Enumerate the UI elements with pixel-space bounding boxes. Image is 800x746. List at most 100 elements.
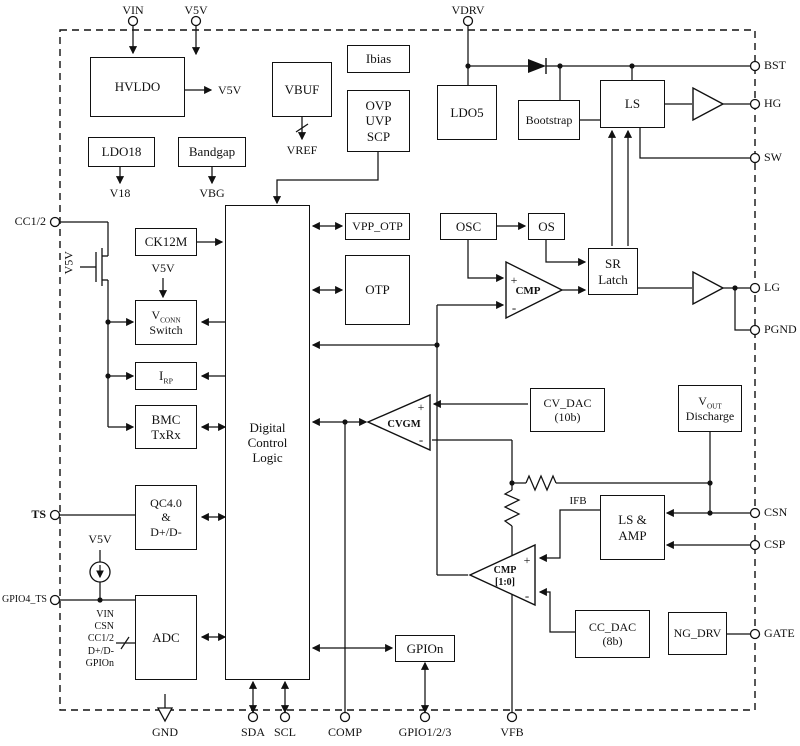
block-ng-drv-label: NG_DRV — [673, 626, 722, 641]
block-cv-dac-label: CV_DAC (10b) — [543, 395, 592, 424]
block-digital-control-logic: Digital Control Logic — [225, 205, 310, 680]
block-osc-label: OSC — [455, 218, 482, 234]
block-ldo5: LDO5 — [437, 85, 497, 140]
net-label-v5v-cs: V5V — [88, 532, 112, 546]
pin-label-vin: VIN — [122, 3, 144, 17]
pin-circle-sw — [749, 152, 761, 164]
cvgm-plus: + — [418, 400, 425, 414]
osc-cmp-wire — [467, 240, 505, 283]
gnd-symbol — [156, 707, 174, 723]
block-ldo18-label: LDO18 — [101, 144, 142, 160]
block-ldo5-label: LDO5 — [450, 104, 484, 120]
pin-label-lg: LG — [764, 280, 780, 294]
block-bandgap: Bandgap — [178, 137, 246, 167]
cmp10-plus: + — [524, 553, 531, 567]
block-sr-latch: SR Latch — [588, 248, 638, 295]
block-os: OS — [528, 213, 565, 240]
block-irp-label: IRP — [159, 368, 173, 386]
block-ng-drv: NG_DRV — [668, 612, 727, 655]
block-osc: OSC — [440, 213, 497, 240]
vref-bus-slash — [295, 123, 309, 133]
block-ibias: Ibias — [347, 45, 410, 73]
pin-label-gnd: GND — [152, 725, 178, 739]
pin-circle-v5v — [190, 15, 202, 27]
sw-wire — [639, 128, 750, 159]
block-ovp-label: OVP UVP SCP — [365, 98, 392, 144]
pin-circle-pgnd — [749, 324, 761, 336]
pin-circle-bst — [749, 60, 761, 72]
adc-bus-slash — [120, 636, 130, 650]
block-vpp-otp: VPP_OTP — [345, 213, 410, 240]
block-os-label: OS — [538, 218, 555, 234]
pin-label-gpio123: GPIO1/2/3 — [398, 725, 452, 739]
pin-circle-vin — [127, 15, 139, 27]
pin-circle-ts — [49, 509, 61, 521]
net-label-v18: V18 — [109, 186, 131, 200]
pin-label-sw: SW — [764, 150, 782, 164]
pin-circle-gpio123 — [419, 711, 431, 723]
block-irp: IRP — [135, 362, 197, 390]
pgnd-wire — [734, 290, 750, 331]
block-vconn-switch: VCONN Switch — [135, 300, 197, 345]
cmp-triangle — [505, 260, 564, 320]
block-vpp-otp-label: VPP_OTP — [352, 219, 403, 234]
pin-circle-vdrv — [462, 15, 474, 27]
cmp-plus: + — [511, 273, 518, 287]
block-hvldo-label: HVLDO — [114, 79, 161, 95]
block-hvldo: HVLDO — [90, 57, 185, 117]
pin-label-bst: BST — [764, 58, 787, 72]
net-label-v5v-vconn: V5V — [151, 261, 175, 275]
diode-symbol — [528, 58, 547, 74]
cvgm-label: CVGM — [387, 419, 420, 430]
cmp10-triangle — [468, 543, 536, 607]
net-label-v5v-fet: V5V — [61, 251, 76, 275]
block-cc-dac-label: CC_DAC (8b) — [588, 619, 637, 648]
block-ibias-label: Ibias — [365, 51, 392, 67]
pin-circle-lg — [749, 282, 761, 294]
pin-circle-sda — [247, 711, 259, 723]
block-ck12m-label: CK12M — [144, 234, 188, 250]
net-label-ifb: IFB — [569, 495, 587, 507]
cmp10-label-1: CMP — [494, 565, 517, 576]
block-bandgap-label: Bandgap — [188, 144, 236, 160]
net-label-adc-inputs: VIN CSN CC1/2 D+/D- GPIOn — [85, 609, 114, 669]
block-sr-latch-label: SR Latch — [598, 256, 628, 287]
cvgm-triangle — [366, 393, 431, 452]
pin-circle-scl — [279, 711, 291, 723]
pin-label-sda: SDA — [240, 725, 265, 739]
pin-label-csn: CSN — [764, 505, 788, 519]
lg-driver-triangle — [692, 270, 725, 306]
pin-label-hg: HG — [764, 96, 782, 110]
pin-circle-gpio4ts — [49, 594, 61, 606]
block-ls-label: LS — [624, 96, 641, 112]
block-ls: LS — [600, 80, 665, 128]
cmp10-label-2: [1:0] — [495, 577, 515, 588]
block-otp: OTP — [345, 255, 410, 325]
block-ls-amp: LS & AMP — [600, 495, 665, 560]
cmp-minus: - — [512, 300, 516, 315]
pin-label-v5v: V5V — [184, 3, 208, 17]
pin-label-ts: TS — [31, 507, 46, 521]
pin-circle-gate — [749, 628, 761, 640]
block-cv-dac: CV_DAC (10b) — [530, 388, 605, 432]
block-ls-amp-label: LS & AMP — [618, 512, 647, 543]
block-ldo18: LDO18 — [88, 137, 155, 167]
net-label-v5v-out: V5V — [218, 83, 242, 97]
cvgm-minus: - — [419, 432, 423, 447]
pin-circle-vfb — [506, 711, 518, 723]
ifb-wire — [538, 509, 600, 563]
pin-label-csp: CSP — [764, 537, 786, 551]
pin-label-vdrv: VDRV — [451, 3, 485, 17]
pin-circle-csn — [749, 507, 761, 519]
block-vconn-label: VCONN Switch — [149, 308, 183, 337]
pin-circle-cc12 — [49, 216, 61, 228]
block-vbuf: VBUF — [272, 62, 332, 117]
block-vout-discharge-label: VOUT Discharge — [685, 394, 735, 423]
pin-label-pgnd: PGND — [764, 322, 797, 336]
block-bmc-txrx: BMC TxRx — [135, 405, 197, 449]
ccdac-cmp2-wire — [538, 587, 575, 633]
block-qc40: QC4.0 & D+/D- — [135, 485, 197, 550]
block-dcl-label: Digital Control Logic — [247, 419, 288, 466]
net-label-vref: VREF — [286, 143, 318, 157]
